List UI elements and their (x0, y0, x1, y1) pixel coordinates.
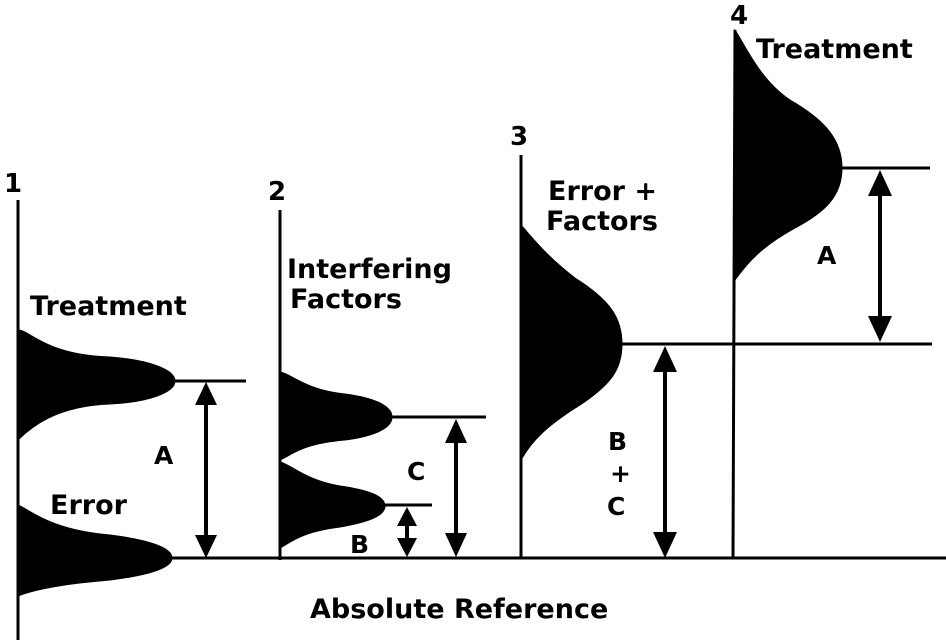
panel-3-number: 3 (510, 122, 528, 152)
panel-3-label-b: B (608, 427, 627, 456)
panel-2: 2 Interfering Factors C B (268, 177, 486, 560)
panel-4-arrow-a-head-up (868, 170, 892, 196)
panel-3-label-error-plus: Error + (548, 176, 657, 207)
panel-1-label-treatment: Treatment (30, 291, 187, 322)
panel-3-label-plus: + (610, 459, 631, 488)
panel-4: 4 Treatment A (730, 1, 930, 559)
panel-1-number: 1 (4, 169, 22, 199)
panel-1-arrow-a-head-down (195, 535, 217, 558)
panel-2-label-c: C (407, 457, 425, 486)
panel-3-curve (520, 223, 623, 461)
panel-1-label-a: A (154, 441, 174, 470)
panel-1: 1 Treatment Error A (4, 169, 246, 640)
panel-3: 3 Error + Factors B + C (510, 122, 932, 558)
panel-2-arrow-b-head-up (397, 507, 417, 526)
panel-2-label-b: B (350, 530, 369, 559)
panel-3-arrow-bc-head-down (653, 532, 677, 558)
panel-2-arrow-c-head-down (445, 533, 467, 557)
panel-2-number: 2 (268, 177, 286, 207)
panel-3-arrow-bc-head-up (653, 346, 677, 372)
panel-4-label-treatment: Treatment (756, 34, 913, 65)
panel-1-arrow-a-head-up (195, 382, 217, 405)
panel-3-label-c: C (607, 492, 625, 521)
panel-2-curves (279, 371, 393, 549)
panel-3-label-factors: Factors (546, 206, 658, 237)
panel-4-number: 4 (730, 1, 748, 31)
panel-1-curves (17, 329, 176, 597)
panel-4-arrow-a-head-down (868, 316, 892, 342)
panel-2-arrow-c-head-up (445, 419, 467, 443)
panel-4-label-a: A (817, 241, 837, 270)
panel-4-axis (731, 29, 737, 559)
absolute-reference-label: Absolute Reference (310, 594, 608, 625)
panel-2-label-interfering: Interfering (287, 254, 452, 285)
panel-1-label-error: Error (50, 490, 128, 521)
panel-2-label-factors: Factors (290, 284, 402, 315)
panel-2-arrow-b-head-down (397, 538, 417, 557)
